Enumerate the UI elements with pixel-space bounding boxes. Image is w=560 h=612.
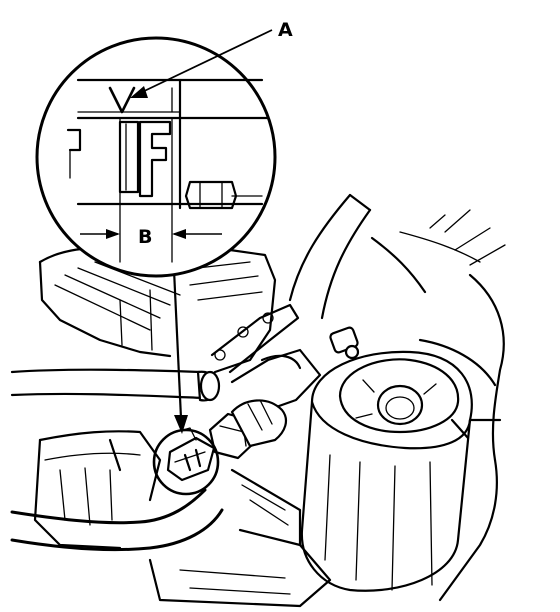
reference-area <box>152 269 220 496</box>
callout-a-label: A <box>278 19 293 41</box>
callout-a-leader <box>137 29 273 95</box>
switch-reference-circle <box>152 428 220 496</box>
callout-a: A <box>130 19 293 98</box>
oil-pressure-switch <box>166 399 288 482</box>
magnified-contents <box>66 78 270 263</box>
dimension-b: B <box>80 226 222 248</box>
lower-engine <box>10 430 332 608</box>
callout-b-label: B <box>138 226 152 248</box>
oil-filter <box>300 350 502 592</box>
leader-arrowhead <box>174 415 188 434</box>
magnified-detail: B <box>35 36 277 278</box>
v-notch-mark <box>108 86 136 114</box>
leader-line <box>172 269 183 419</box>
